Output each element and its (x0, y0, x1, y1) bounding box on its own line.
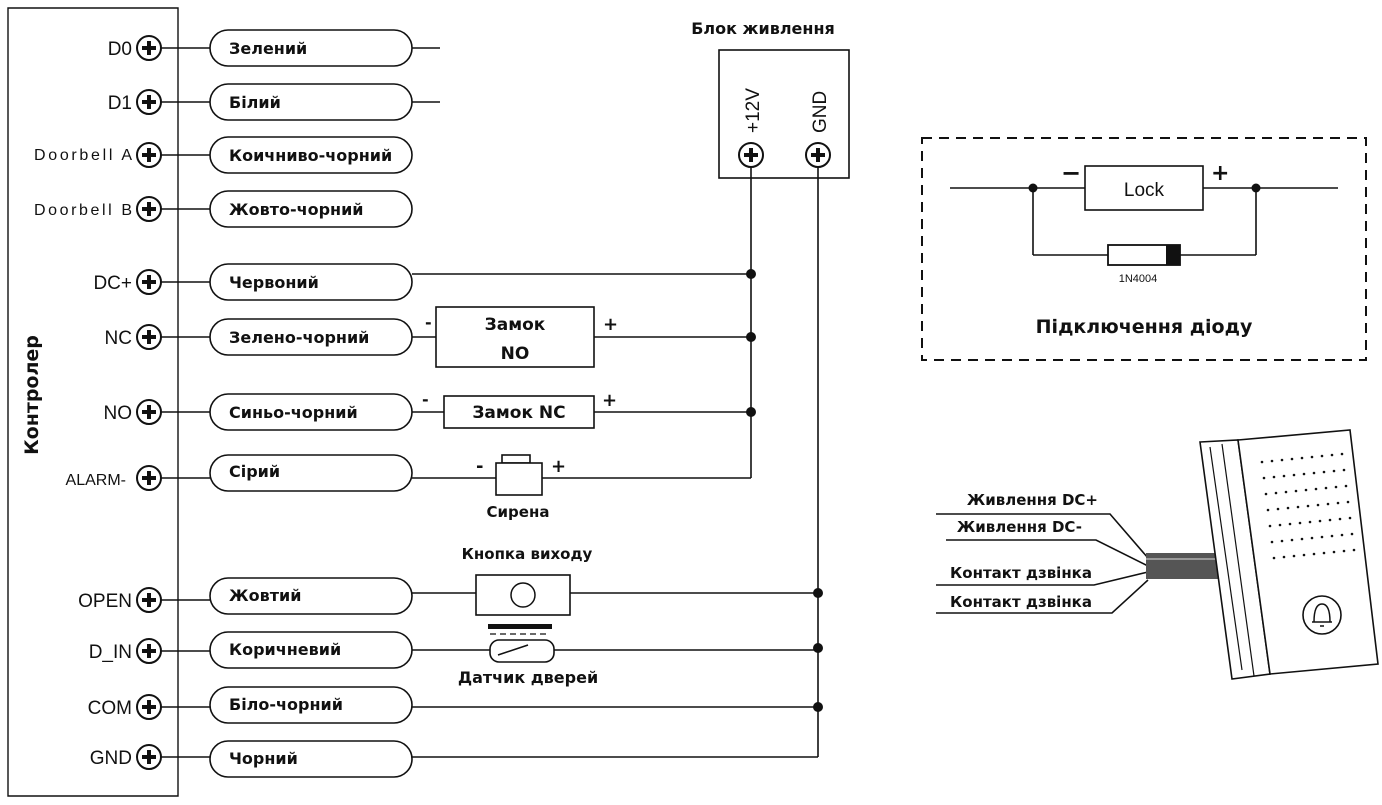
terminal-label: D_IN (89, 642, 132, 663)
terminal-label: NO (104, 403, 133, 424)
terminal-label: OPEN (78, 591, 132, 612)
wire-color-label: Червоний (229, 273, 319, 292)
screw-terminal-icon (135, 323, 163, 351)
terminal-d0: D0 Зелений (108, 29, 440, 67)
terminal-label: Doorbell A (34, 147, 132, 164)
junction-dot (746, 269, 756, 279)
plus-sign: + (1211, 161, 1229, 186)
terminal-dc-plus: DC+ Червоний (93, 263, 750, 301)
terminal-open: OPEN Жовтий (78, 577, 413, 615)
screw-terminal-icon (135, 268, 163, 296)
junction-dot (813, 702, 823, 712)
terminal-label: Doorbell B (34, 202, 132, 219)
bell-button-icon (1302, 595, 1342, 635)
terminal-d1: D1 Білий (108, 83, 440, 121)
power-gnd-label: GND (810, 91, 831, 133)
terminal-label: GND (90, 748, 132, 769)
doorbell-wire-label: Живлення DC+ (967, 491, 1098, 509)
diode-caption: Підключення діоду (1036, 316, 1253, 338)
lock-label: Lock (1124, 180, 1165, 201)
terminal-com: COM Біло-чорний (88, 686, 818, 724)
wire-color-label: Зелений (229, 39, 307, 58)
terminal-label: COM (88, 698, 132, 719)
exit-button-label: Кнопка виходу (462, 545, 593, 563)
screw-terminal-icon (135, 637, 163, 665)
screw-terminal-icon (135, 743, 163, 771)
wire-color-label: Коричневий (229, 640, 341, 659)
screw-terminal-icon (135, 34, 163, 62)
power-supply: Блок живлення +12V GND (691, 19, 850, 179)
diode-inset: Lock 1N4004 − + Підключення діоду (921, 137, 1367, 361)
power-plus-label: +12V (743, 88, 764, 133)
siren: - + Сирена (412, 454, 751, 521)
wire-color-label: Сірий (229, 462, 280, 481)
wire-color-label: Білий (229, 93, 281, 112)
screw-terminal-icon (135, 693, 163, 721)
doorbell: Живлення DC+ Живлення DC- Контакт дзвінк… (936, 429, 1379, 680)
wire-color-label: Жовтий (229, 586, 301, 605)
screw-terminal-icon (135, 88, 163, 116)
minus-sign: - (425, 313, 432, 332)
minus-sign: - (422, 390, 429, 409)
terminal-label: D1 (108, 93, 132, 114)
door-sensor-label: Датчик дверей (458, 668, 598, 687)
screw-terminal-icon (135, 586, 163, 614)
controller-label: Контролер (21, 335, 43, 455)
lock-nc-label: Замок NC (472, 403, 565, 423)
lock-no-label-1: Замок (485, 315, 546, 335)
junction-dot (813, 643, 823, 653)
terminal-doorbell-b: Doorbell B Жовто-чорний (34, 190, 413, 228)
exit-button: Кнопка виходу (412, 545, 818, 616)
screw-terminal-icon (135, 464, 163, 492)
controller-body (7, 7, 179, 797)
bell-icon (1312, 603, 1332, 627)
screw-terminal-icon (135, 195, 163, 223)
diode-label: 1N4004 (1119, 273, 1158, 285)
door-sensor: Датчик дверей (412, 624, 818, 687)
terminal-alarm: ALARM- Сірий (66, 454, 413, 492)
doorbell-wire-label: Живлення DC- (957, 518, 1082, 536)
terminal-label: ALARM- (66, 472, 126, 489)
wire-color-label: Чорний (229, 749, 298, 768)
plus-sign: + (602, 390, 617, 411)
terminal-doorbell-a: Doorbell A Коичниво-чорний (34, 136, 413, 174)
button-icon (510, 582, 536, 608)
wire-color-label: Біло-чорний (229, 695, 343, 714)
terminal-d-in: D_IN Коричневий (89, 631, 413, 669)
terminal-label: NC (105, 328, 132, 349)
power-supply-title: Блок живлення (691, 19, 835, 38)
lock-no: Замок NO - + (425, 306, 751, 368)
siren-label: Сирена (487, 503, 550, 521)
terminal-label: DC+ (93, 273, 132, 294)
screw-terminal-icon (135, 398, 163, 426)
plus-sign: + (603, 314, 618, 335)
screw-terminal-icon (804, 141, 832, 169)
terminal-label: D0 (108, 39, 132, 60)
wire-color-label: Синьо-чорний (229, 403, 358, 422)
cable (1146, 553, 1218, 579)
plus-sign: + (551, 456, 566, 477)
minus-sign: − (1061, 159, 1081, 187)
wire-color-label: Зелено-чорний (229, 328, 369, 347)
terminal-gnd: GND Чорний (90, 740, 818, 778)
screw-terminal-icon (135, 141, 163, 169)
screw-terminal-icon (737, 141, 765, 169)
minus-sign: - (476, 456, 483, 477)
doorbell-wire-label: Контакт дзвінка (950, 593, 1092, 611)
terminal-no: NO Синьо-чорний (104, 393, 444, 431)
terminal-nc: NC Зелено-чорний (105, 318, 436, 356)
lock-nc: Замок NC - + (422, 390, 751, 429)
doorbell-wire-label: Контакт дзвінка (950, 564, 1092, 582)
wire-color-label: Жовто-чорний (229, 200, 364, 219)
speaker-grille-icon (1260, 452, 1356, 560)
lock-no-label-2: NO (501, 344, 530, 364)
wire-color-label: Коичниво-чорний (229, 146, 392, 165)
